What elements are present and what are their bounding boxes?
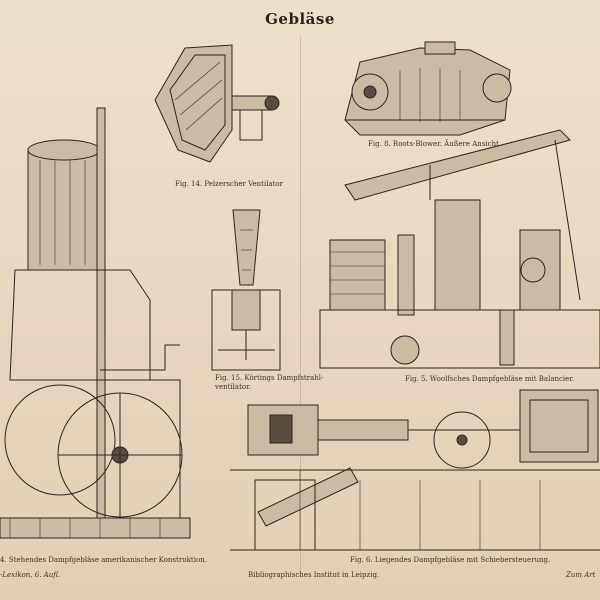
page-fold xyxy=(300,36,301,576)
fig5-caption: Fig. 5. Woolfsches Dampfgebläse mit Bala… xyxy=(405,375,575,383)
footer-center: Bibliographisches Institut in Leipzig. xyxy=(248,571,380,579)
fig6-horizontal-blowing-engine-illustration xyxy=(230,389,600,551)
footer-left: -Lexikon, 6. Aufl. xyxy=(0,571,61,579)
fig14-caption: Fig. 14. Pelzerscher Ventilator xyxy=(175,180,283,188)
fig8-caption: Fig. 8. Roots-Blower. Äußere Ansicht. xyxy=(368,140,502,148)
fig14-pelzer-fan-illustration xyxy=(154,44,280,163)
fig4-caption: 4. Stehendes Dampfgebläse amerikanischer… xyxy=(0,556,207,564)
footer-right: Zum Art xyxy=(566,571,596,579)
fig15-koerting-ventilator-illustration xyxy=(211,209,281,371)
fig6-caption: Fig. 6. Liegendes Dampfgebläse mit Schie… xyxy=(350,556,551,564)
fig5-woolf-beam-engine-illustration xyxy=(319,129,600,369)
page-title: Gebläse xyxy=(265,10,335,28)
fig8-roots-blower-illustration xyxy=(344,41,512,136)
fig15-caption: Fig. 15. Körtings Dampfstrahl- ventilato… xyxy=(215,374,324,391)
fig4-vertical-blowing-engine-illustration xyxy=(0,107,191,539)
